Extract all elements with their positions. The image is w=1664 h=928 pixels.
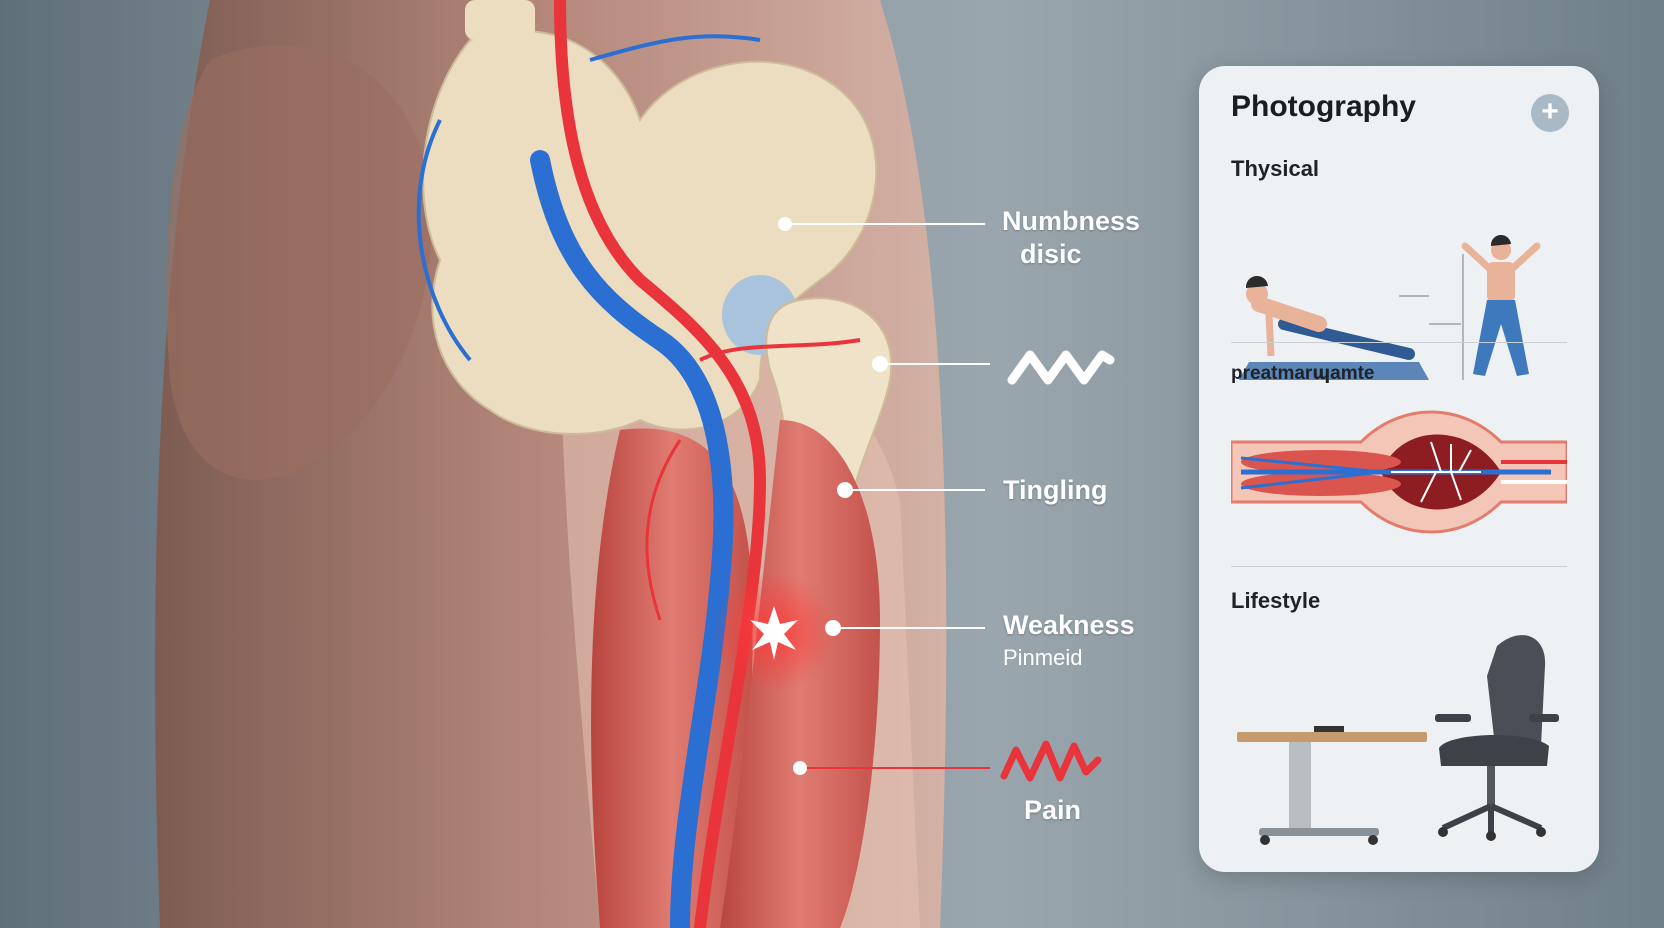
- section-divider: [1231, 566, 1567, 567]
- section-divider: [1231, 342, 1567, 343]
- section-label-physical: Thysical: [1231, 156, 1320, 181]
- buttock-shape: [166, 45, 432, 480]
- small-vessel-2: [589, 34, 761, 62]
- pain-label: Pain: [1024, 795, 1082, 825]
- treatment-panel: Photography + Thysical preatmarպamte: [1199, 66, 1599, 872]
- small-vessel-3: [699, 338, 861, 362]
- nerve-compression-diagram-icon: [1231, 410, 1567, 534]
- add-button[interactable]: +: [1531, 94, 1569, 132]
- small-vessel-1: [416, 119, 472, 362]
- spine: [465, 0, 535, 280]
- sciatic-nerve: [530, 150, 734, 928]
- section-label-lifestyle: Lifestyle: [1231, 588, 1321, 613]
- tingling-wave-icon: [1007, 350, 1115, 385]
- exercise-figures-icon: [1239, 234, 1541, 380]
- section-label-treatment: preatmarպamte: [1231, 363, 1375, 384]
- pain-star-icon: [750, 606, 798, 660]
- numbness-label: Numbness: [1002, 206, 1141, 236]
- standing-desk-chair-icon: [1237, 635, 1559, 845]
- artery: [554, 0, 767, 928]
- tingling-label: Tingling: [1003, 475, 1108, 505]
- numbness-sub-label: disic: [1020, 239, 1082, 269]
- small-vessel-4: [645, 439, 682, 621]
- weakness-sub-label: Pinmeid: [1003, 645, 1083, 670]
- plus-icon: +: [1541, 95, 1559, 128]
- pain-leader: [793, 761, 990, 775]
- weakness-label: Weakness: [1003, 610, 1135, 640]
- panel-title: Photography: [1231, 90, 1416, 123]
- callout-leaders: [778, 217, 990, 636]
- pain-wave-icon: [1000, 740, 1102, 782]
